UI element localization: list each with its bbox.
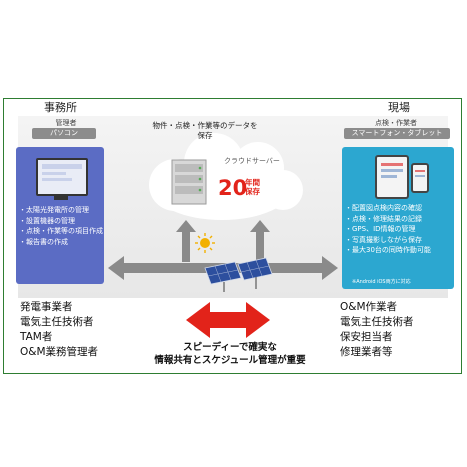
monitor-stand [54,195,68,200]
cloud-label: クラウドサーバー [224,157,280,165]
field-role-label: 点検・作業者 [375,119,417,127]
arrow-up-right [250,220,270,262]
office-title: 事務所 [44,101,77,114]
office-role-label: 管理者 [55,119,77,127]
office-task-item: 点検・作業等の項目作成 [19,226,105,237]
field-title: 現場 [388,101,410,114]
office-task-item: 太陽光発電所の管理 [19,205,105,216]
desktop-monitor-icon [36,158,88,196]
server-rack-icon [171,159,207,205]
office-task-item: 設置機器の管理 [19,216,105,227]
field-role: O&M作業者 [340,301,398,313]
arrow-right [322,256,338,280]
diagram-frame [3,98,462,374]
arrow-up-left [176,220,196,262]
cloud-top-label: 物件・点検・作業等のデータを保存 [152,121,258,140]
field-task-list: 配置図点検内容の確認 点検・修理結果の記録 GPS、ID情報の管理 写真撮影しな… [345,203,455,256]
double-arrow [186,302,270,338]
retention-number: 20 [218,176,248,200]
retention-unit: 年間 保存 [245,178,260,196]
office-task-item: 報告書の作成 [19,237,105,248]
caption-line-2: 情報共有とスケジュール管理が重要 [154,355,306,366]
field-device-label: スマートフォン・タブレット [344,128,450,139]
field-role: 保安担当者 [340,331,393,343]
tablet-icon [375,155,409,199]
office-role: O&M業務管理者 [20,346,99,358]
field-task-item: 点検・修理結果の記録 [345,214,455,225]
caption-line-1: スピーディーで確実な [183,342,277,353]
field-task-item: 配置図点検内容の確認 [345,203,455,214]
office-roles: 発電事業者 電気主任技術者 TAM者 O&M業務管理者 [20,300,98,360]
field-task-item: 写真撮影しながら保存 [345,235,455,246]
sun-icon [195,233,215,253]
caption: スピーディーで確実な 情報共有とスケジュール管理が重要 [130,341,330,367]
office-role: 電気主任技術者 [20,316,94,328]
field-task-item: 最大30台の同時作動可能 [345,245,455,256]
retention-unit-1: 年間 [245,178,260,187]
field-task-item: GPS、ID情報の管理 [345,224,455,235]
office-role: TAM者 [20,331,53,343]
office-device-label: パソコン [32,128,96,139]
solar-panel-icon [204,257,273,292]
office-task-list: 太陽光発電所の管理 設置機器の管理 点検・作業等の項目作成 報告書の作成 [19,205,105,247]
field-role: 電気主任技術者 [340,316,414,328]
smartphone-icon [411,163,429,193]
office-role: 発電事業者 [20,301,73,313]
retention-unit-2: 保存 [245,187,260,196]
os-support-note: ※Android iOS両方に対応 [352,279,411,285]
field-role: 修理業者等 [340,346,393,358]
field-roles: O&M作業者 電気主任技術者 保安担当者 修理業者等 [340,300,414,360]
